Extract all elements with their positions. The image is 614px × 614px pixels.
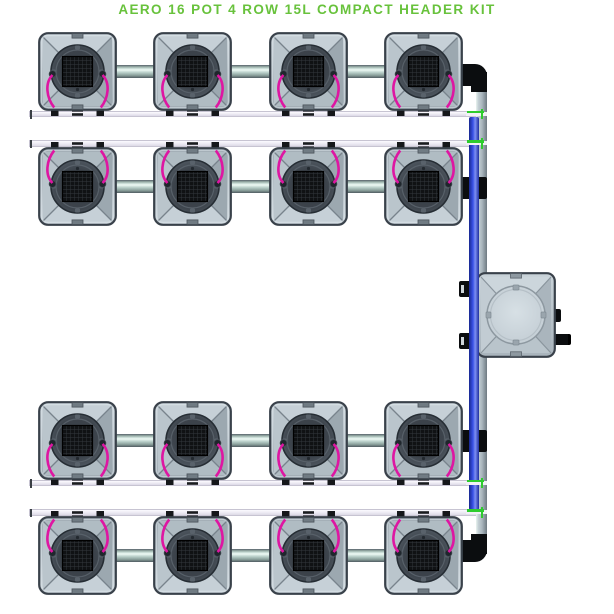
interpot-pipe-r1-g1 <box>112 65 158 78</box>
pipe-clip-3 <box>480 477 484 488</box>
top-elbow-fitting <box>456 64 487 86</box>
interpot-pipe-r1-g3 <box>343 65 389 78</box>
pot-r1-c1 <box>38 32 117 118</box>
pot-r4-c4 <box>384 509 463 595</box>
pot-r4-c3 <box>269 509 348 595</box>
rail-pipe-crossing-2 <box>466 141 487 146</box>
bottom-elbow-fitting <box>456 540 487 562</box>
pipe-clip-3 <box>467 479 484 483</box>
pot-r2-c4 <box>384 140 463 226</box>
pipe-clip-1 <box>467 110 484 114</box>
interpot-pipe-r4-g3 <box>343 549 389 562</box>
rail-pipe-crossing-3 <box>466 480 487 485</box>
kit-title: AERO 16 POT 4 ROW 15L COMPACT HEADER KIT <box>118 2 496 17</box>
pipe-clip-1 <box>480 108 484 119</box>
pot-r3-c3 <box>269 401 348 487</box>
pipe-clip-4 <box>467 509 484 512</box>
pot-r2-c1 <box>38 140 117 226</box>
pipe-clip-2 <box>467 140 484 143</box>
interpot-pipe-r4-g2 <box>227 549 273 562</box>
pot-r4-c1 <box>38 509 117 595</box>
header-tank <box>476 272 556 358</box>
interpot-pipe-r2-g1 <box>112 180 158 193</box>
pot-r3-c1 <box>38 401 117 487</box>
interpot-pipe-r3-g1 <box>112 434 158 447</box>
rail-pipe-crossing-1 <box>466 111 487 116</box>
interpot-pipe-r2-g3 <box>343 180 389 193</box>
pot-r1-c3 <box>269 32 348 118</box>
interpot-pipe-r3-g2 <box>227 434 273 447</box>
pot-r3-c4 <box>384 401 463 487</box>
pipe-clip-4 <box>480 507 484 518</box>
pot-r1-c4 <box>384 32 463 118</box>
pot-r1-c2 <box>153 32 232 118</box>
pot-r3-c2 <box>153 401 232 487</box>
pot-r4-c2 <box>153 509 232 595</box>
pot-r2-c3 <box>269 140 348 226</box>
pipe-clip-2 <box>480 138 484 149</box>
tank-side-nub <box>553 309 561 322</box>
main-feed-pipe-blue <box>469 117 479 510</box>
interpot-pipe-r4-g1 <box>112 549 158 562</box>
tank-outlet-stub <box>553 334 571 345</box>
rail-pipe-crossing-4 <box>466 510 487 515</box>
pot-r2-c2 <box>153 140 232 226</box>
interpot-pipe-r3-g3 <box>343 434 389 447</box>
interpot-pipe-r1-g2 <box>227 65 273 78</box>
interpot-pipe-r2-g2 <box>227 180 273 193</box>
